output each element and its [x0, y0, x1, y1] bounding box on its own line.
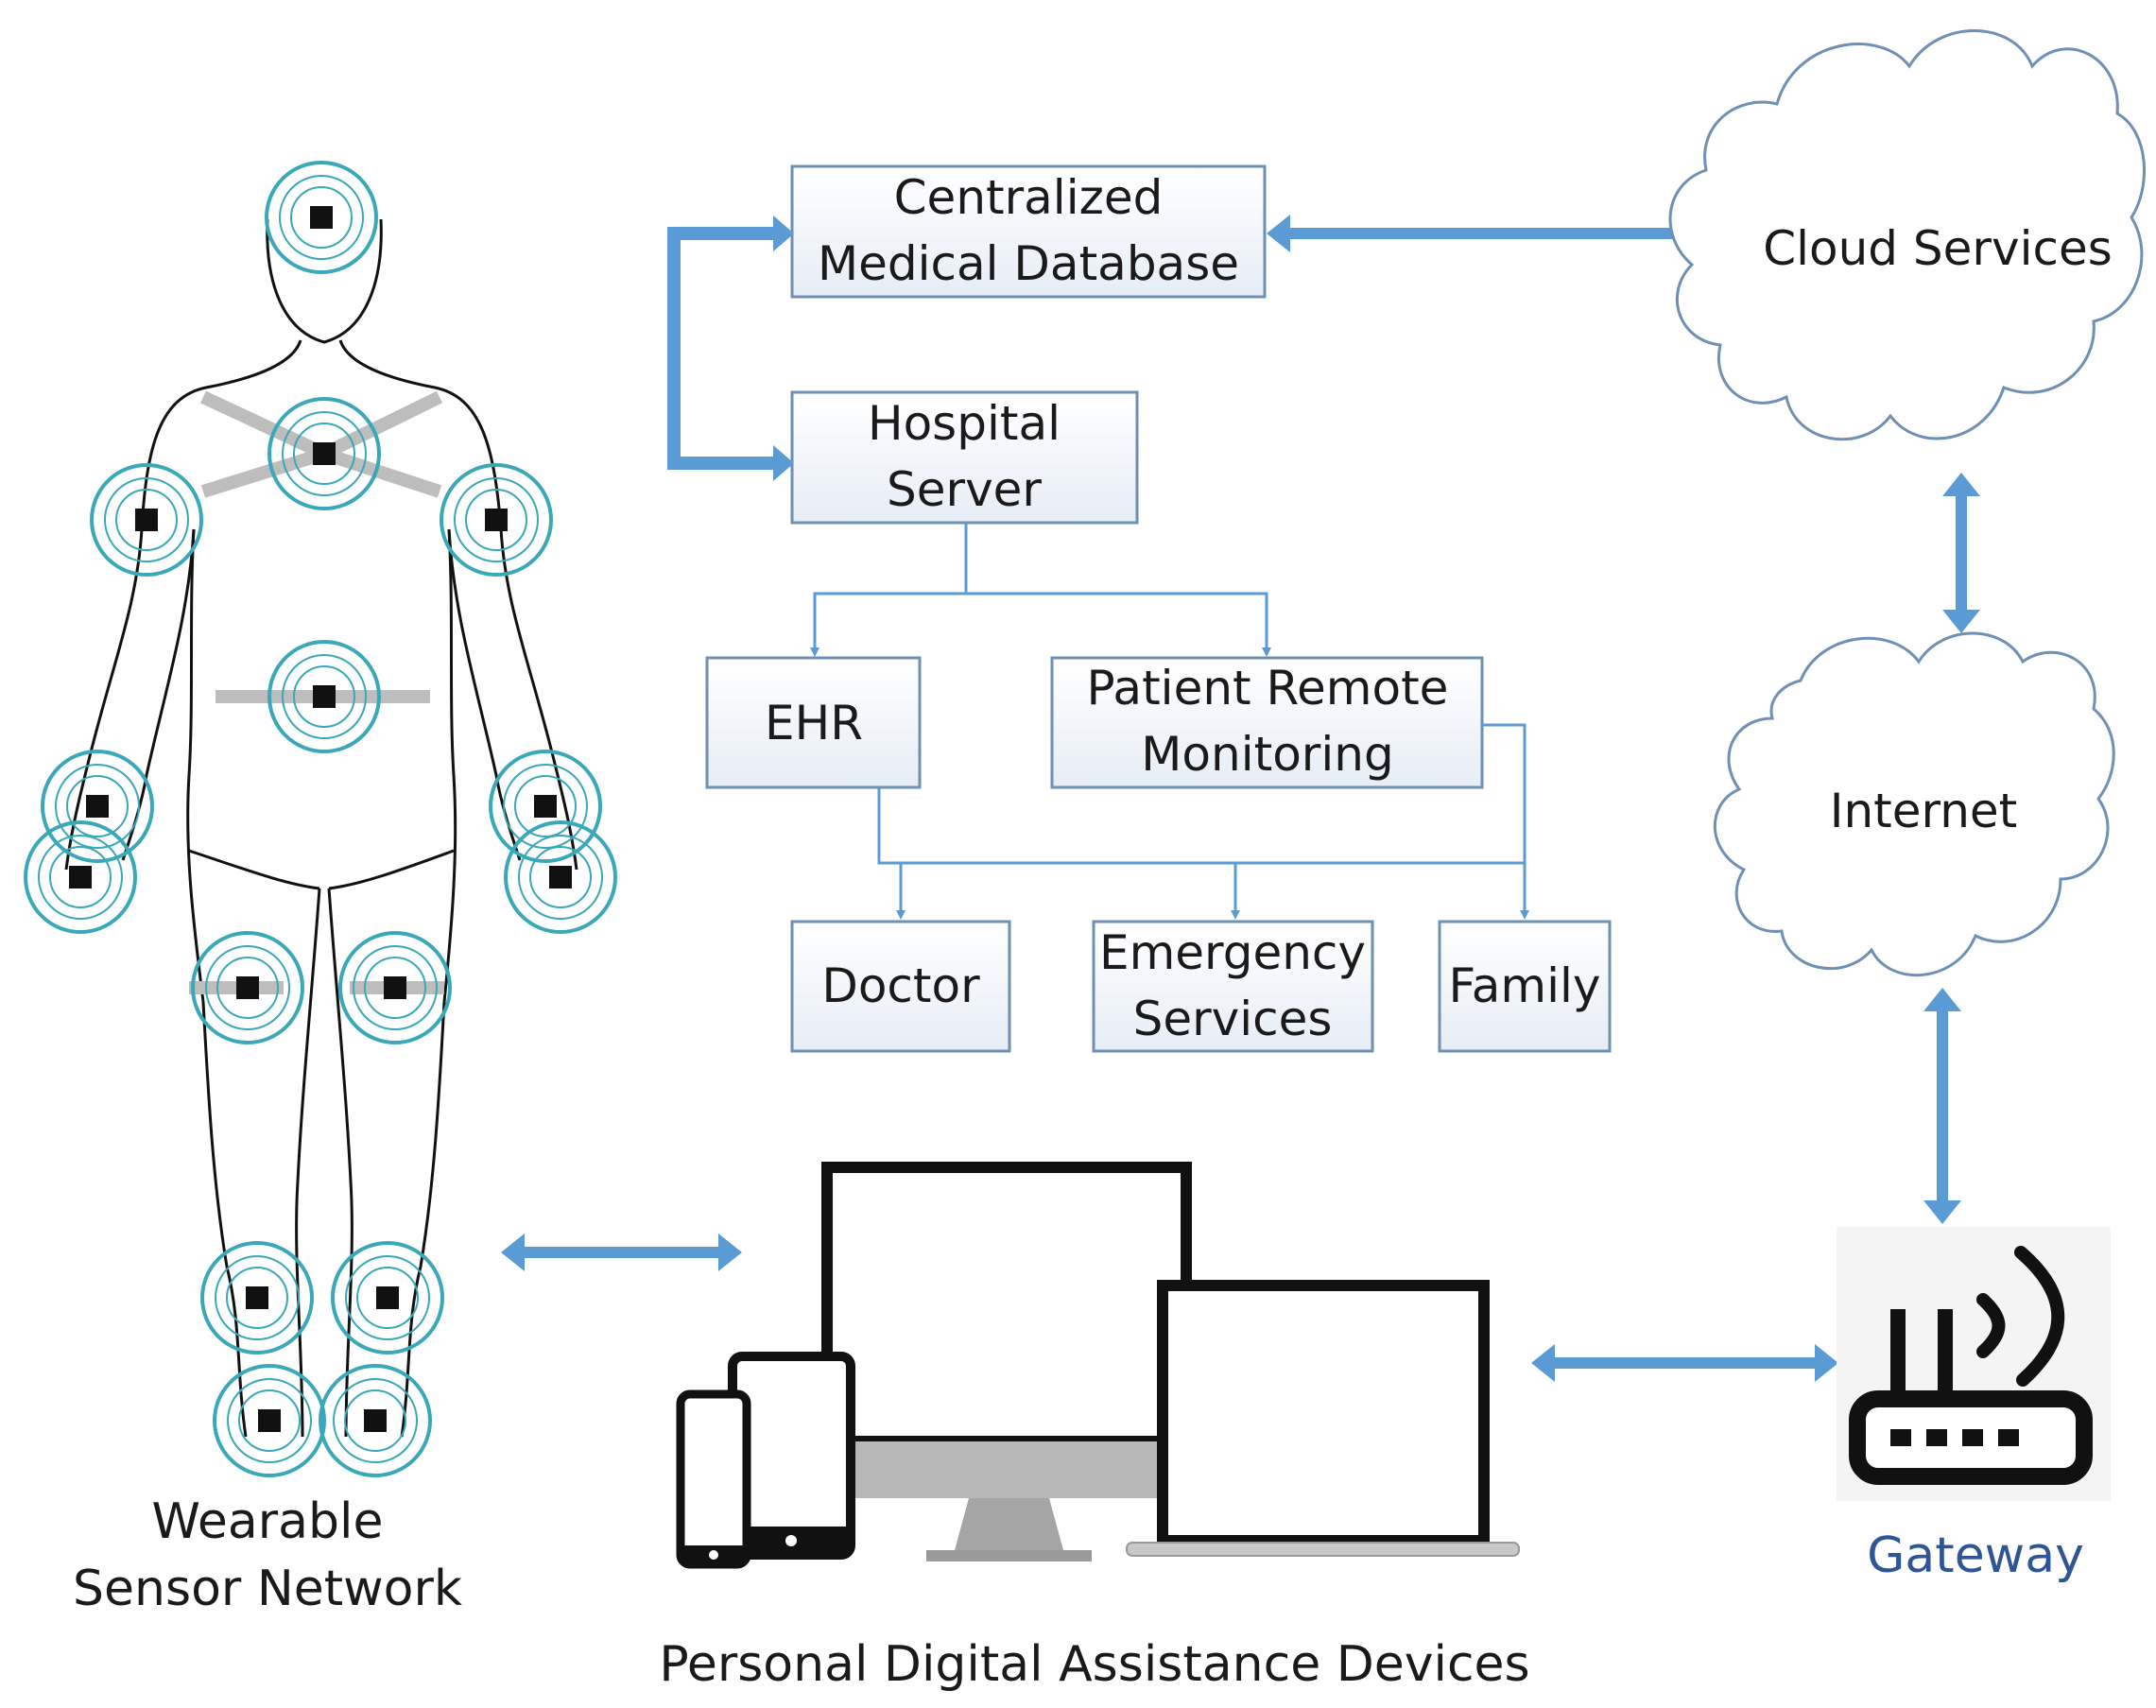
- wearable-caption-line1: Wearable: [152, 1493, 384, 1550]
- connector-server-ehr: [810, 523, 968, 657]
- tablet-icon: [728, 1352, 855, 1560]
- desktop-monitor-icon: [821, 1162, 1192, 1561]
- connector-to-family: [877, 787, 1529, 920]
- box-hospital-server: Hospital Server: [790, 390, 1139, 525]
- cloud-icon: [1713, 631, 2115, 977]
- devices-caption: Personal Digital Assistance Devices: [659, 1636, 1529, 1693]
- box-label: Patient Remote: [1087, 661, 1449, 716]
- box-label: Services: [1133, 992, 1333, 1046]
- box-family: Family: [1438, 920, 1612, 1053]
- arrowhead: [773, 445, 794, 481]
- arrowhead: [1267, 215, 1290, 252]
- cloud-icon: [1668, 29, 2146, 441]
- box-emergency-services: Emergency Services: [1092, 920, 1374, 1053]
- arrowhead: [1923, 1200, 1961, 1224]
- human-body-icon: [64, 218, 578, 1438]
- sensor-icon: [41, 750, 154, 863]
- sensors: [24, 161, 617, 1477]
- box-ehr: EHR: [705, 656, 922, 789]
- box-label: Family: [1449, 958, 1601, 1013]
- arrowhead: [1531, 1344, 1555, 1382]
- arrowhead: [1815, 1344, 1838, 1382]
- box-label: Monitoring: [1141, 727, 1393, 782]
- sensor-icon: [489, 750, 602, 863]
- sensor-icon: [267, 397, 381, 510]
- box-label: Hospital: [868, 396, 1061, 451]
- cloud-services-label: Cloud Services: [1763, 221, 2113, 276]
- box-label: Doctor: [821, 958, 980, 1013]
- sensor-icon: [24, 820, 137, 934]
- personal-digital-assistance-devices: Personal Digital Assistance Devices: [659, 1162, 1530, 1693]
- arrowhead: [773, 216, 794, 251]
- box-label: Centralized: [894, 170, 1164, 225]
- bracket-arrow: [667, 227, 775, 470]
- sensor-icon: [265, 161, 378, 274]
- arrowhead: [501, 1234, 525, 1271]
- laptop-icon: [1126, 1280, 1520, 1557]
- gateway-caption: Gateway: [1867, 1527, 2084, 1584]
- sensor-icon: [319, 1364, 432, 1477]
- box-patient-remote-monitoring: Patient Remote Monitoring: [1050, 656, 1484, 789]
- box-label: Server: [887, 462, 1042, 517]
- arrowhead: [718, 1234, 742, 1271]
- gateway: Gateway: [1837, 1227, 2111, 1584]
- box-label: Emergency: [1099, 925, 1366, 980]
- sensor-icon: [504, 820, 617, 934]
- connector-server-monitoring: [966, 592, 1271, 657]
- arrowhead: [1923, 988, 1961, 1011]
- arrowhead: [1942, 473, 1980, 496]
- thick-arrows: [501, 215, 1980, 1382]
- box-centralized-database: Centralized Medical Database: [790, 164, 1267, 299]
- arrowhead: [1942, 610, 1980, 633]
- thin-connectors: [810, 523, 1529, 920]
- box-doctor: Doctor: [790, 920, 1011, 1053]
- internet-cloud: Internet: [1713, 631, 2115, 977]
- sensor-icon: [213, 1364, 326, 1477]
- wearable-sensor-network: Wearable Sensor Network: [24, 161, 617, 1617]
- internet-label: Internet: [1830, 784, 2018, 838]
- box-label: Medical Database: [818, 236, 1239, 291]
- smartphone-icon: [676, 1389, 751, 1569]
- box-label: EHR: [765, 696, 863, 750]
- router-icon: [1849, 1246, 2093, 1485]
- wearable-caption-line2: Sensor Network: [73, 1561, 462, 1617]
- cloud-services: Cloud Services: [1668, 29, 2146, 441]
- sensor-icon: [200, 1241, 314, 1354]
